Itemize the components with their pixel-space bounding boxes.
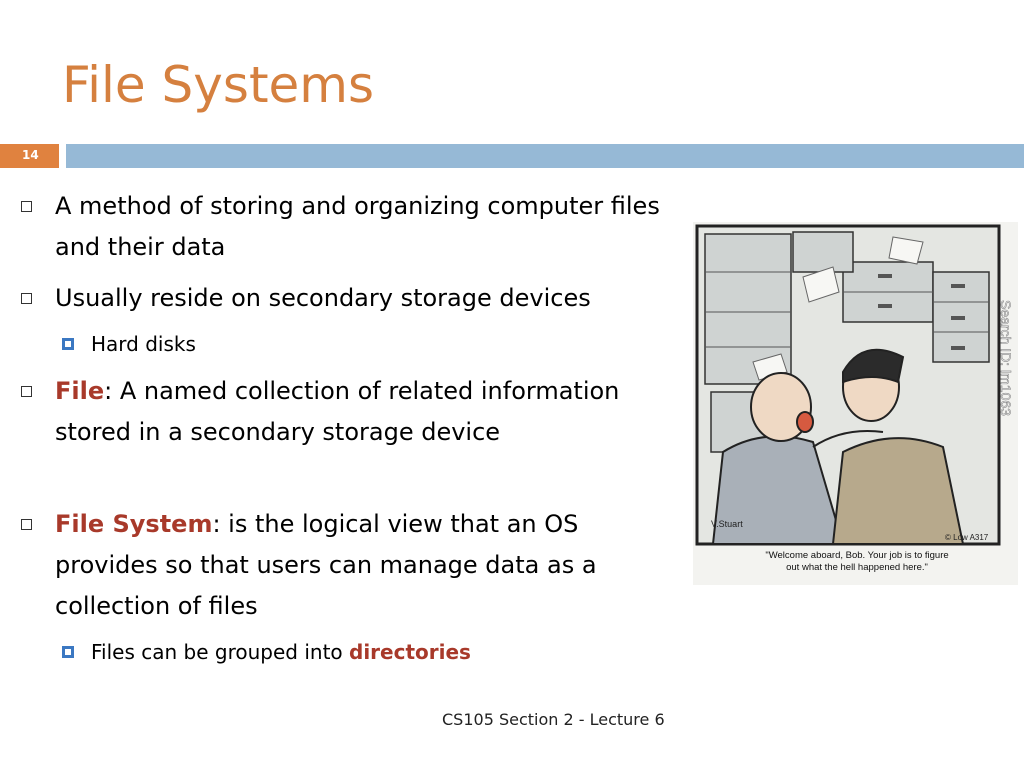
bullet-2: Usually reside on secondary storage devi… — [21, 278, 685, 319]
slide-title: File Systems — [62, 56, 375, 114]
square-bullet-icon — [21, 386, 32, 397]
cartoon-caption-line1: "Welcome aboard, Bob. Your job is to fig… — [765, 550, 948, 561]
bullet-4: File System: is the logical view that an… — [21, 504, 685, 627]
cartoon-watermark: Search ID: lm1063 — [998, 300, 1014, 416]
square-sub-bullet-icon — [62, 646, 74, 658]
sub-bullet-2: Files can be grouped into directories — [62, 637, 651, 667]
slide-number: 14 — [22, 148, 39, 162]
cartoon-signature: V.Stuart — [711, 519, 743, 529]
header-band — [66, 144, 1024, 168]
square-bullet-icon — [21, 201, 32, 212]
bullet-1: A method of storing and organizing compu… — [21, 186, 685, 268]
cartoon-drawing: V.Stuart © Low A317 Search ID: lm1063 "W… — [695, 224, 1014, 573]
cartoon-caption-line2: out what the hell happened here." — [786, 562, 928, 573]
square-bullet-icon — [21, 519, 32, 530]
bullet-text: : A named collection of related informat… — [55, 377, 620, 446]
term-file-system: File System — [55, 510, 213, 538]
bullet-text: A method of storing and organizing compu… — [55, 192, 660, 261]
square-bullet-icon — [21, 293, 32, 304]
cartoon-image: V.Stuart © Low A317 Search ID: lm1063 "W… — [693, 222, 1018, 585]
sub-bullet-1: Hard disks — [62, 329, 651, 359]
cartoon-code: © Low A317 — [945, 533, 989, 542]
slide-number-box — [0, 144, 59, 168]
slide-footer: CS105 Section 2 - Lecture 6 — [442, 710, 665, 729]
sub-bullet-text: Files can be grouped into — [91, 640, 349, 664]
square-sub-bullet-icon — [62, 338, 74, 350]
bullet-text: Usually reside on secondary storage devi… — [55, 284, 591, 312]
term-directories: directories — [349, 640, 471, 664]
bullet-3: File: A named collection of related info… — [21, 371, 685, 453]
bullet-text: : is the logical view that an OS provide… — [55, 510, 597, 620]
term-file: File — [55, 377, 105, 405]
sub-bullet-text: Hard disks — [91, 332, 196, 356]
